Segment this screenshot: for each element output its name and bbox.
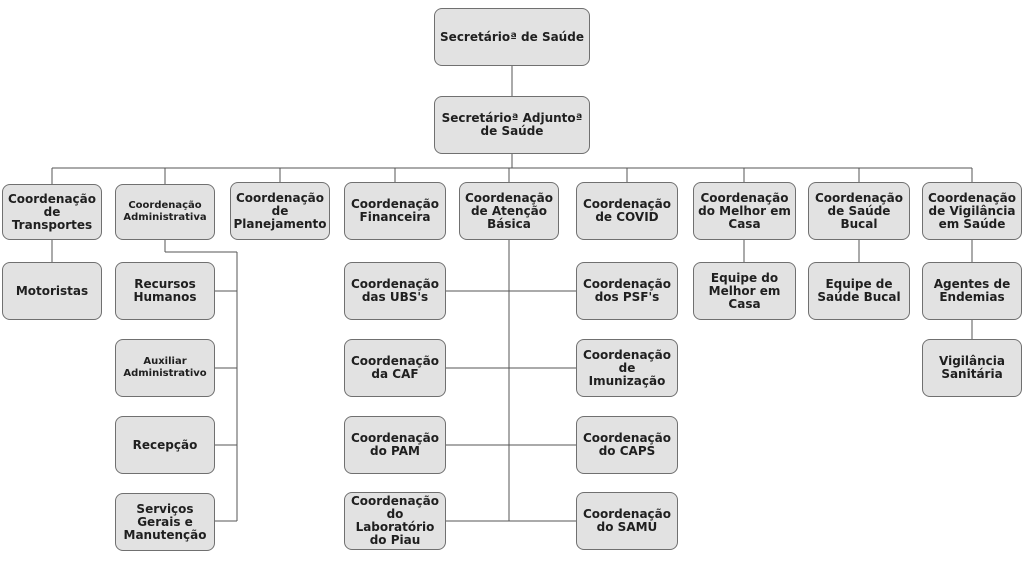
node-coordenacao-transportes: Coordenação de Transportes xyxy=(2,184,102,240)
node-coordenacao-imunizacao: Coordenação de Imunização xyxy=(576,339,678,397)
node-coordenacao-saude-bucal: Coordenação de Saúde Bucal xyxy=(808,182,910,240)
node-coordenacao-administrativa: Coordenação Administrativa xyxy=(115,184,215,240)
node-coordenacao-financeira: Coordenação Financeira xyxy=(344,182,446,240)
node-coordenacao-melhor-em-casa: Coordenação do Melhor em Casa xyxy=(693,182,796,240)
node-recursos-humanos: Recursos Humanos xyxy=(115,262,215,320)
node-recepcao: Recepção xyxy=(115,416,215,474)
node-coordenacao-caf: Coordenação da CAF xyxy=(344,339,446,397)
node-coordenacao-pam: Coordenação do PAM xyxy=(344,416,446,474)
node-coordenacao-laboratorio: Coordenação do Laboratório do Piau xyxy=(344,492,446,550)
node-secretario: Secretárioª de Saúde xyxy=(434,8,590,66)
node-coordenacao-atencao-basica: Coordenação de Atenção Básica xyxy=(459,182,559,240)
node-coordenacao-planejamento: Coordenação de Planejamento xyxy=(230,182,330,240)
node-servicos-gerais: Serviços Gerais e Manutenção xyxy=(115,493,215,551)
node-vigilancia-sanitaria: Vigilância Sanitária xyxy=(922,339,1022,397)
node-auxiliar-administrativo: Auxiliar Administrativo xyxy=(115,339,215,397)
node-coordenacao-covid: Coordenação de COVID xyxy=(576,182,678,240)
node-agentes-endemias: Agentes de Endemias xyxy=(922,262,1022,320)
node-coordenacao-caps: Coordenação do CAPS xyxy=(576,416,678,474)
node-equipe-melhor-em-casa: Equipe do Melhor em Casa xyxy=(693,262,796,320)
node-coordenacao-vigilancia-saude: Coordenação de Vigilância em Saúde xyxy=(922,182,1022,240)
node-coordenacao-psf: Coordenação dos PSF's xyxy=(576,262,678,320)
node-coordenacao-ubs: Coordenação das UBS's xyxy=(344,262,446,320)
node-motoristas: Motoristas xyxy=(2,262,102,320)
node-equipe-saude-bucal: Equipe de Saúde Bucal xyxy=(808,262,910,320)
node-secretario-adjunto: Secretárioª Adjuntoª de Saúde xyxy=(434,96,590,154)
node-coordenacao-samu: Coordenação do SAMU xyxy=(576,492,678,550)
